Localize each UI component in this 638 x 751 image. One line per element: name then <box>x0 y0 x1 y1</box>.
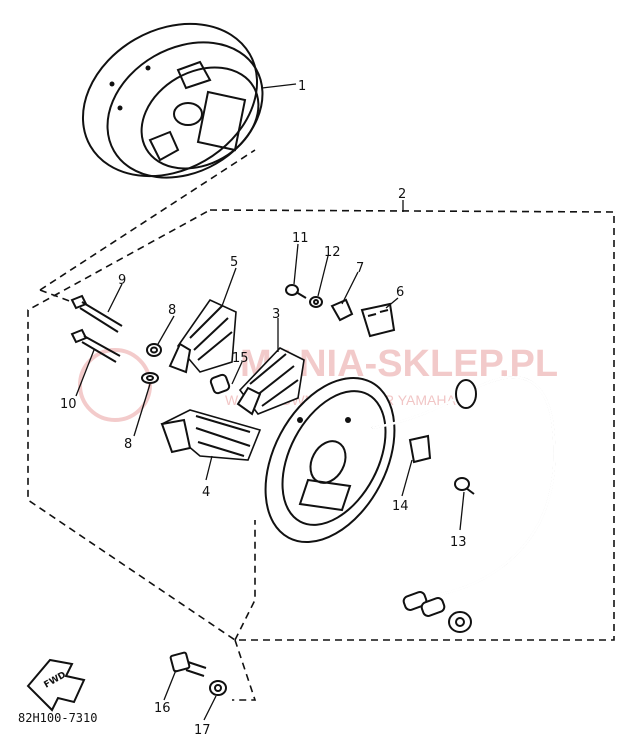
callout-8-lower: 8 <box>124 437 132 452</box>
bolt-10 <box>70 328 121 363</box>
callout-3: 3 <box>272 307 280 322</box>
callout-10: 10 <box>60 397 77 412</box>
callout-9: 9 <box>118 273 126 288</box>
spacer-15 <box>209 373 231 395</box>
coil-4 <box>160 409 262 461</box>
callout-11: 11 <box>292 231 309 246</box>
callout-2: 2 <box>398 187 406 202</box>
callout-12: 12 <box>324 245 341 260</box>
callout-7: 7 <box>356 261 364 276</box>
part-code: 82H100-7310 <box>18 711 97 725</box>
washer-8-upper <box>146 343 162 357</box>
callout-13: 13 <box>450 535 467 550</box>
callout-16: 16 <box>154 701 171 716</box>
callout-8-upper: 8 <box>168 303 176 318</box>
callout-17: 17 <box>194 723 211 738</box>
lead-wire-harness <box>371 376 556 633</box>
fwd-arrow-icon: FWD <box>26 658 86 712</box>
callout-4: 4 <box>202 485 210 500</box>
leader-lines <box>75 83 465 721</box>
callout-1: 1 <box>298 79 306 94</box>
screw-13 <box>454 477 475 495</box>
coupler-plugs <box>402 591 472 633</box>
callout-5: 5 <box>230 255 238 270</box>
callout-14: 14 <box>392 499 409 514</box>
connector-6 <box>360 302 396 338</box>
screw-11 <box>285 284 307 299</box>
coil-5 <box>168 298 237 374</box>
stator-base-plate <box>264 376 396 544</box>
washer-17 <box>209 680 227 696</box>
clip-7 <box>330 298 354 322</box>
coil-3 <box>236 347 305 416</box>
stator-assembly-outline <box>27 149 615 641</box>
bolt-16 <box>169 651 207 677</box>
bolt-9 <box>70 294 123 333</box>
washer-8-lower <box>141 372 159 384</box>
callout-labels: 1 2 3 4 5 6 7 8 8 9 10 11 12 13 14 15 16… <box>60 79 467 738</box>
washer-12 <box>309 296 323 308</box>
callout-6: 6 <box>396 285 404 300</box>
callout-15: 15 <box>232 351 249 366</box>
flywheel-rotor <box>81 22 264 179</box>
